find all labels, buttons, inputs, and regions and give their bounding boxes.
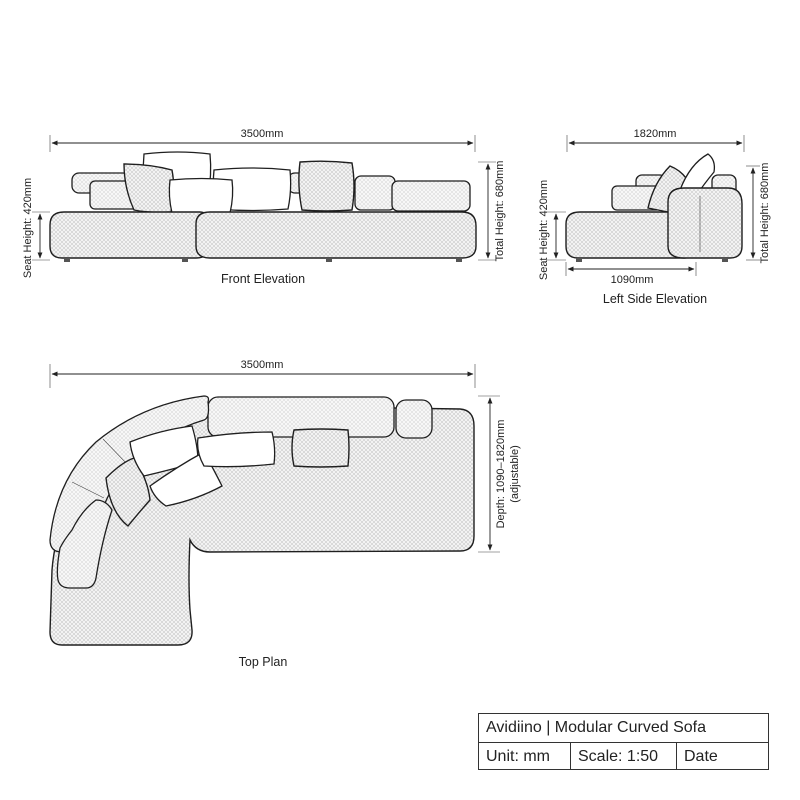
front-seat-left <box>49 211 209 259</box>
side-pillow <box>679 153 716 197</box>
front-pillow <box>168 177 234 215</box>
info-row: Unit: mm Scale: 1:50 Date <box>479 742 768 770</box>
front-total-height-label: Total Height: 680mm <box>494 161 506 262</box>
side-elevation-caption: Left Side Elevation <box>603 292 707 306</box>
side-total-height-label: Total Height: 680mm <box>759 163 771 264</box>
drawing-title: Avidiino | Modular Curved Sofa <box>486 719 706 736</box>
plan-depth-note: (adjustable) <box>509 445 521 502</box>
date-cell: Date <box>684 747 718 765</box>
scale-cell: Scale: 1:50 <box>571 743 677 770</box>
side-width-label: 1820mm <box>634 128 677 140</box>
plan-back-cushion <box>395 399 433 439</box>
plan-pillow <box>196 431 276 468</box>
plan-pillow <box>291 428 350 468</box>
plan-width-label: 3500mm <box>241 359 284 371</box>
top-plan-caption: Top Plan <box>239 655 288 669</box>
front-elevation-caption: Front Elevation <box>221 272 305 286</box>
front-pillow <box>298 160 355 212</box>
side-seat-depth-label: 1090mm <box>611 274 654 286</box>
front-seat-right <box>195 211 477 259</box>
plan-pillow <box>105 457 151 527</box>
front-seat-height-label: Seat Height: 420mm <box>22 178 34 278</box>
side-elevation: 1820mm Seat Height: 420mm Total Height: … <box>538 128 771 306</box>
front-pillow <box>123 163 175 213</box>
plan-depth-label: Depth: 1090–1820mm <box>495 420 507 529</box>
top-plan: 3500mm Depth: 1090–1820mm (adjustable) T… <box>49 359 521 669</box>
front-elevation: 3500mm Seat Height: 420mm Total Height: … <box>22 128 506 286</box>
side-back <box>667 187 743 259</box>
title-block: Avidiino | Modular Curved Sofa Unit: mm … <box>478 713 769 770</box>
front-width-label: 3500mm <box>241 128 284 140</box>
title-row: Avidiino | Modular Curved Sofa <box>479 714 768 742</box>
unit-cell: Unit: mm <box>479 743 571 770</box>
side-seat-height-label: Seat Height: 420mm <box>538 180 550 280</box>
plan-curved-back <box>56 499 113 589</box>
